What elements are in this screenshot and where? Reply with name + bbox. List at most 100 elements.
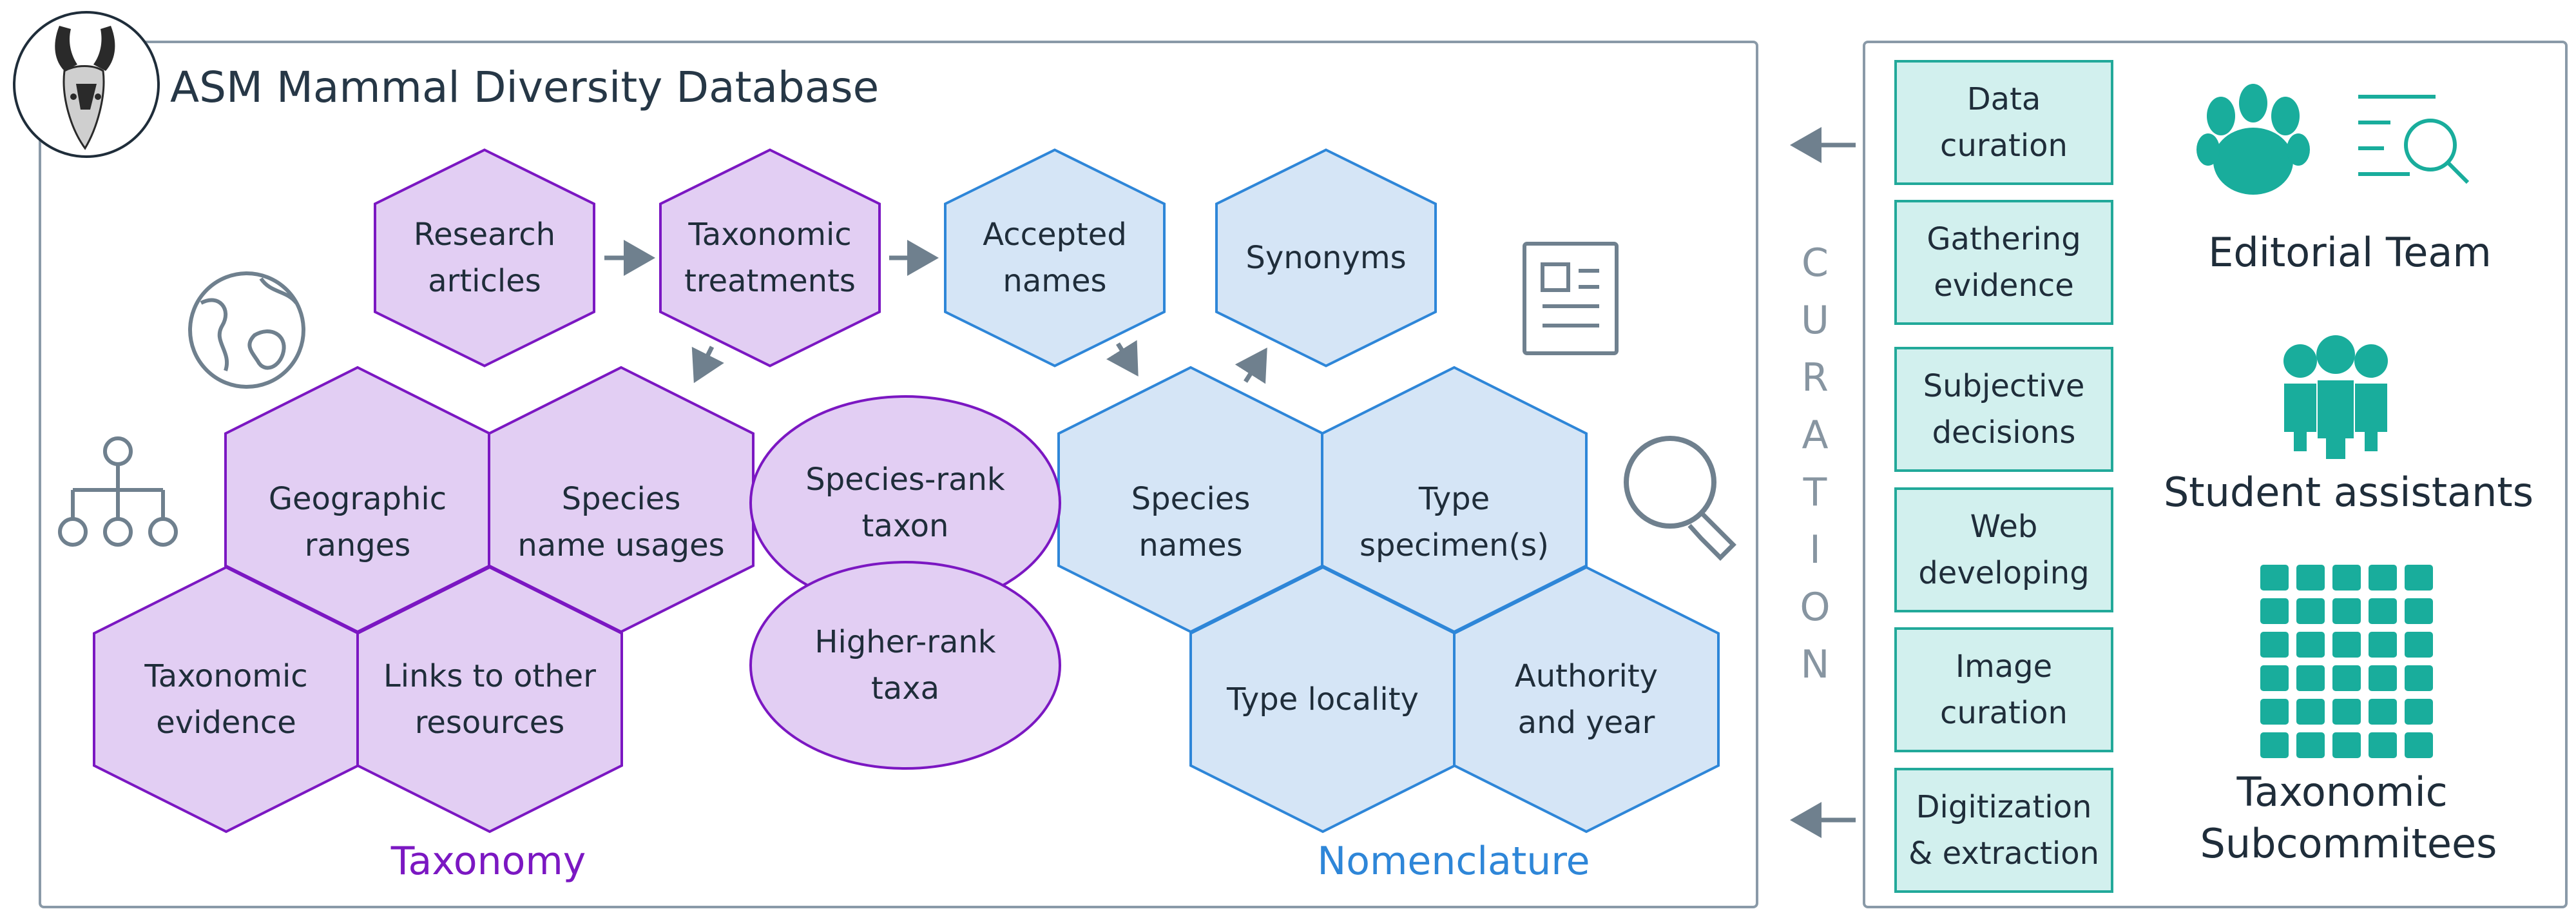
- student-assistants-label: Student assistants: [2164, 469, 2533, 516]
- curation-letter: O: [1800, 585, 1831, 630]
- pronghorn-logo: [13, 11, 160, 158]
- grid-cell: [2405, 598, 2433, 624]
- curation-task-box: [1894, 60, 2113, 185]
- document-icon: [1523, 242, 1619, 355]
- curation-letter: I: [1809, 527, 1822, 572]
- higher-rank-taxa-shape: [749, 561, 1061, 770]
- grid-cell: [2405, 732, 2433, 758]
- hierarchy-icon: [58, 436, 178, 547]
- curation-task-box: [1894, 200, 2113, 325]
- grid-cell: [2405, 632, 2433, 658]
- grid-cell: [2296, 665, 2325, 691]
- links-to-other-resources-shape: [356, 565, 623, 834]
- grid-cell: [2296, 598, 2325, 624]
- grid-cell: [2332, 632, 2361, 658]
- grid-cell: [2332, 665, 2361, 691]
- synonyms-hexagon: Synonyms: [1215, 148, 1437, 367]
- people-icon: [2283, 335, 2388, 459]
- page-title: ASM Mammal Diversity Database: [170, 63, 879, 112]
- nomenclature-section-label: Nomenclature: [1317, 839, 1590, 884]
- flow-arrows: [604, 240, 1267, 384]
- list-search-icon: [2358, 95, 2470, 184]
- grid-cell: [2260, 732, 2289, 758]
- curation-task-box: [1894, 347, 2113, 472]
- research-articles-shape: [374, 148, 595, 367]
- grid-cell: [2296, 699, 2325, 725]
- grid-cell: [2369, 598, 2397, 624]
- magnifier-icon: [1624, 436, 1736, 561]
- grid-cell: [2296, 565, 2325, 591]
- taxonomy-section-label: Taxonomy: [390, 839, 586, 884]
- grid-cell: [2332, 732, 2361, 758]
- subcommittees-label: Taxonomic Subcommitees: [2200, 768, 2497, 867]
- grid-cell: [2332, 598, 2361, 624]
- grid-cell: [2332, 699, 2361, 725]
- curation-task-box: [1894, 768, 2113, 893]
- grid-icon: [2260, 565, 2433, 758]
- grid-cell: [2260, 665, 2289, 691]
- grid-cell: [2369, 565, 2397, 591]
- grid-cell: [2369, 732, 2397, 758]
- accepted-names-shape: [944, 148, 1166, 367]
- curation-letter: N: [1801, 642, 1831, 687]
- grid-cell: [2296, 732, 2325, 758]
- grid-cell: [2296, 632, 2325, 658]
- globe-icon: [188, 271, 305, 389]
- grid-cell: [2369, 665, 2397, 691]
- curation-letter: A: [1802, 413, 1829, 458]
- authority-and-year-shape: [1453, 565, 1720, 834]
- synonyms-label: Synonyms: [1245, 240, 1406, 276]
- curation-task-box: [1894, 627, 2113, 752]
- curation-letter: R: [1802, 355, 1830, 400]
- type-locality-label: Type locality: [1226, 681, 1419, 718]
- curation-frame: [1863, 41, 2568, 908]
- grid-cell: [2405, 565, 2433, 591]
- curation-task-label: Digitization& extraction: [1908, 789, 2099, 872]
- grid-cell: [2332, 565, 2361, 591]
- curation-arrows: [1790, 127, 1856, 838]
- grid-cell: [2260, 565, 2289, 591]
- curation-letter: C: [1802, 240, 1830, 286]
- curation-task: Digitization& extraction: [1894, 768, 2113, 893]
- curation-letter: T: [1803, 470, 1829, 515]
- paw-icon: [2196, 84, 2310, 195]
- grid-cell: [2260, 632, 2289, 658]
- database-frame: [39, 41, 1758, 908]
- grid-cell: [2260, 598, 2289, 624]
- grid-cell: [2369, 632, 2397, 658]
- grid-cell: [2405, 665, 2433, 691]
- taxonomic-treatments-shape: [659, 148, 881, 367]
- curation-letter: U: [1801, 298, 1831, 343]
- type-locality-hexagon: Type locality: [1189, 565, 1456, 834]
